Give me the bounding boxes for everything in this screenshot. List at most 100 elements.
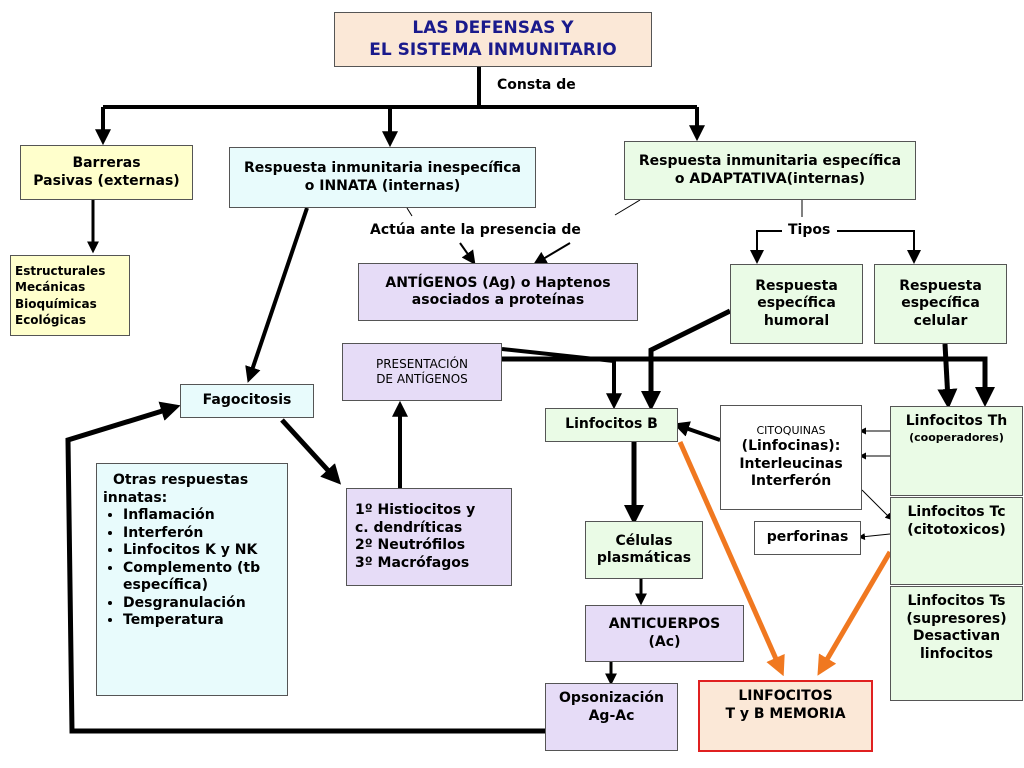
fagocitosis-box: Fagocitosis (180, 384, 314, 418)
otras-item: Linfocitos K y NK (123, 542, 281, 560)
arrow-actua-antigenos-right (532, 242, 571, 266)
innata-line-2: o INNATA (internas) (304, 177, 461, 194)
linfocitos-ts-box: Linfocitos Ts (supresores) Desactivan li… (890, 586, 1023, 701)
arrow-opsonizacion-fagocitosis (65, 401, 545, 734)
citoquinas-line-3: Interleucinas (739, 455, 843, 472)
arrow-presentacion-th (502, 356, 995, 407)
plasmaticas-box: Células plasmáticas (585, 521, 703, 579)
linfocitos-tc-box: Linfocitos Tc (citotoxicos) (890, 497, 1023, 585)
trunk-connector (95, 60, 705, 148)
presentacion-line-1: PRESENTACIÓN (375, 357, 469, 371)
title-line-1: LAS DEFENSAS Y (412, 18, 574, 39)
celular-box: Respuesta específica celular (874, 264, 1007, 344)
barreras-line-1: Barreras (72, 155, 141, 171)
ts-line-4: linfocitos (919, 645, 993, 662)
celular-line-1: Respuesta (899, 277, 982, 294)
memoria-line-1: LINFOCITOS (738, 688, 833, 704)
histiocitos-box: 1º Histiocitos y c. dendríticas 2º Neutr… (346, 488, 512, 586)
adaptativa-box: Respuesta inmunitaria específica o ADAPT… (624, 141, 916, 200)
otras-item: Inflamación (123, 507, 281, 525)
linfocitos-th-box: Linfocitos Th (cooperadores) (890, 406, 1023, 496)
arrow-tipos-humoral (750, 230, 782, 264)
arrow-fagocitosis-histiocitos (280, 418, 342, 485)
barrera-ecologicas: Ecológicas (15, 312, 86, 327)
otras-item: Interferón (123, 525, 281, 543)
citoquinas-box: CITOQUINAS (Linfocinas): Interleucinas I… (720, 405, 862, 510)
ts-line-2: (supresores) (906, 610, 1007, 627)
anticuerpos-line-1: ANTICUERPOS (608, 616, 721, 632)
fagocitosis-label: Fagocitosis (202, 392, 292, 409)
opsonizacion-line-1: Opsonización (559, 690, 664, 706)
memoria-line-2: T y B MEMORIA (725, 705, 846, 722)
tc-line-1: Linfocitos Tc (907, 504, 1006, 520)
histiocitos-line-3: 2º Neutrófilos (355, 537, 466, 553)
arrow-citoquinas-tc (861, 489, 893, 521)
label-tipos: Tipos (788, 222, 831, 238)
celular-line-3: celular (913, 312, 968, 329)
antigenos-line-2: asociados a proteínas (411, 292, 585, 308)
innata-box: Respuesta inmunitaria inespecífica o INN… (229, 147, 536, 208)
arrow-celular-th (937, 343, 958, 409)
presentacion-box: PRESENTACIÓN DE ANTÍGENOS (342, 343, 502, 401)
barreras-box: Barreras Pasivas (externas) (20, 145, 193, 200)
arrow-humoral-linfocitos-b (641, 308, 732, 411)
perforinas-label: perforinas (766, 529, 849, 546)
arrow-presentacion-linfocitos-b (501, 347, 622, 410)
citoquinas-line-1: CITOQUINAS (756, 424, 826, 438)
line-innata-actua (406, 207, 413, 217)
barrera-estructurales: Estructurales (15, 264, 106, 279)
barreras-line-2: Pasivas (externas) (33, 172, 180, 189)
line-adaptativa-actua (614, 199, 641, 216)
ts-line-3: Desactivan (912, 628, 1001, 644)
memoria-box: LINFOCITOS T y B MEMORIA (698, 680, 873, 752)
plasmaticas-line-1: Células (615, 532, 673, 549)
histiocitos-line-4: 3º Macrófagos (355, 554, 470, 571)
adaptativa-line-1: Respuesta inmunitaria específica (638, 153, 902, 169)
arrow-innata-fagocitosis (245, 207, 309, 383)
linfocitos-b-box: Linfocitos B (545, 408, 678, 442)
title-box: LAS DEFENSAS Y EL SISTEMA INMUNITARIO (334, 12, 652, 67)
otras-respuestas-box: Otras respuestas innatas: Inflamación In… (96, 463, 288, 696)
innata-line-1: Respuesta inmunitaria inespecífica (243, 160, 522, 176)
humoral-line-1: Respuesta (755, 277, 838, 294)
presentacion-line-2: DE ANTÍGENOS (376, 372, 468, 386)
arrow-tc-perforinas (858, 533, 891, 541)
linfocitos-b-label: Linfocitos B (565, 416, 658, 433)
arrow-linfocitos-b-memoria (677, 440, 785, 677)
citoquinas-line-2: (Linfocinas): (741, 438, 841, 455)
ts-line-1: Linfocitos Ts (907, 593, 1006, 609)
humoral-box: Respuesta específica humoral (730, 264, 863, 344)
title-line-2: EL SISTEMA INMUNITARIO (369, 39, 617, 60)
opsonizacion-box: Opsonización Ag-Ac (545, 683, 678, 751)
th-line-2: (cooperadores) (909, 430, 1004, 444)
barreras-tipos-box: Estructurales Mecánicas Bioquímicas Ecol… (10, 255, 130, 336)
barrera-bioquimicas: Bioquímicas (15, 296, 97, 311)
otras-item: Desgranulación (123, 595, 281, 613)
anticuerpos-box: ANTICUERPOS (Ac) (585, 605, 744, 662)
otras-head-1: Otras respuestas (113, 472, 249, 488)
antigenos-line-1: ANTÍGENOS (Ag) o Haptenos (385, 274, 611, 291)
antigenos-box: ANTÍGENOS (Ag) o Haptenos asociados a pr… (358, 263, 638, 321)
otras-list: Inflamación Interferón Linfocitos K y NK… (103, 507, 281, 630)
humoral-line-3: humoral (763, 312, 830, 329)
opsonizacion-line-2: Ag-Ac (588, 707, 635, 724)
anticuerpos-line-2: (Ac) (648, 633, 681, 650)
celular-line-2: específica (901, 295, 980, 312)
otras-head-2: innatas: (103, 489, 168, 506)
histiocitos-line-2: c. dendríticas (355, 519, 463, 536)
barrera-mecanicas: Mecánicas (15, 280, 86, 295)
histiocitos-line-1: 1º Histiocitos y (355, 502, 476, 518)
adaptativa-line-2: o ADAPTATIVA(internas) (674, 170, 866, 187)
otras-item: Complemento (tb específica) (123, 560, 281, 595)
arrow-citoquinas-linfocitos-b (673, 421, 721, 442)
plasmaticas-line-2: plasmáticas (596, 550, 692, 566)
perforinas-box: perforinas (754, 521, 861, 555)
arrow-tc-memoria (817, 550, 893, 676)
tc-line-2: (citotoxicos) (907, 521, 1006, 538)
th-line-1: Linfocitos Th (905, 413, 1008, 429)
label-consta-de: Consta de (497, 77, 576, 93)
arrow-actua-antigenos-left (459, 242, 476, 265)
arrow-tipos-celular (837, 230, 921, 264)
label-actua: Actúa ante la presencia de (370, 222, 581, 238)
